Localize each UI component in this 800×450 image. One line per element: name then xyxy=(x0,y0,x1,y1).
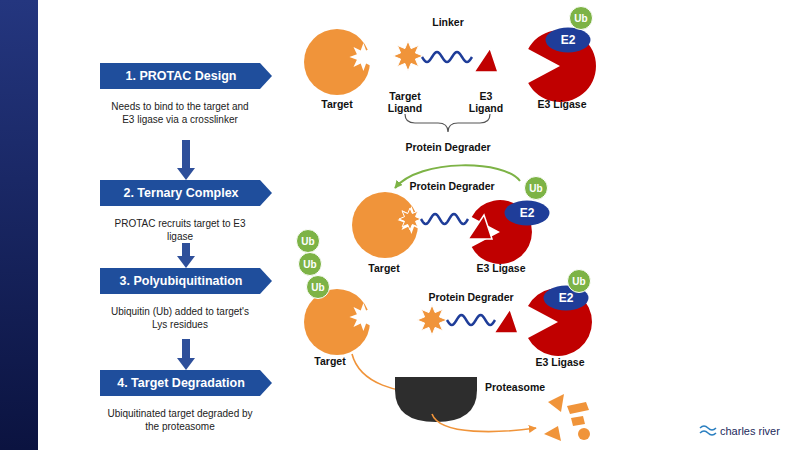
flow-arrow xyxy=(182,243,190,256)
ubiquitin-circle: Ub xyxy=(298,252,322,276)
e2-ellipse: E2 xyxy=(504,200,550,226)
step-box: 4. Target DegradationUbiquitinated targe… xyxy=(100,370,272,433)
part-label: E3 Ligase xyxy=(476,262,525,274)
ellipse-fill xyxy=(546,28,591,53)
bracket xyxy=(405,114,490,132)
ubiquitin-label: Ub xyxy=(567,269,591,293)
ubiquitin-label: Ub xyxy=(569,6,593,30)
flow-arrow xyxy=(182,339,190,358)
target-ligand xyxy=(417,305,447,335)
chevron-fill xyxy=(100,370,272,396)
part-label: Target Ligand xyxy=(382,90,428,114)
step-title: 3. Polyubiquitination xyxy=(100,268,272,294)
ubiquitin-label: Ub xyxy=(296,229,320,253)
peptide-fragment xyxy=(548,394,564,412)
ubiquitin-circle: Ub xyxy=(296,229,320,253)
peptide-fragment xyxy=(571,416,585,426)
side-bar xyxy=(0,0,38,450)
step-description: Ubiquitin (Ub) added to target's Lys res… xyxy=(106,306,254,331)
part-label: Target xyxy=(321,98,352,110)
ubiquitin-label: Ub xyxy=(306,275,330,299)
binding-pocket xyxy=(349,43,377,71)
e3-ligand xyxy=(468,215,492,239)
ellipse-fill xyxy=(505,201,550,226)
step-description: Ubiquitinated target degraded by the pro… xyxy=(106,408,254,433)
part-label: Proteasome xyxy=(485,381,545,393)
ubiquitin-circle: Ub xyxy=(306,275,330,299)
degradation-path xyxy=(432,414,536,432)
step-box: 3. PolyubiquitinationUbiquitin (Ub) adde… xyxy=(100,268,272,339)
target-ligand xyxy=(393,41,423,71)
binding-pocket xyxy=(349,303,377,331)
circle-fill xyxy=(568,270,591,293)
enzyme-label: E2 xyxy=(545,27,591,53)
ubiquitin-circle: Ub xyxy=(524,176,548,200)
linker xyxy=(421,214,468,224)
ubiquitin-label: Ub xyxy=(524,176,548,200)
part-label: Target xyxy=(314,355,345,367)
proteasome-shape xyxy=(395,377,477,422)
linker xyxy=(447,315,495,325)
step-description: PROTAC recruits target to E3 ligase xyxy=(106,218,254,243)
part-label: Protein Degrader xyxy=(428,291,513,303)
part-label: E3 Ligase xyxy=(535,356,584,368)
ubiquitin-circle: Ub xyxy=(567,269,591,293)
step-title: 1. PROTAC Design xyxy=(100,63,272,89)
logo-icon xyxy=(700,426,716,435)
circle-fill xyxy=(297,230,320,253)
part-label: E3 Ligand xyxy=(466,90,506,114)
step-box: 1. PROTAC DesignNeeds to bind to the tar… xyxy=(100,63,272,140)
step-title: 2. Ternary Complex xyxy=(100,180,272,206)
circle-fill xyxy=(299,253,322,276)
part-label: Linker xyxy=(432,16,464,28)
chevron-fill xyxy=(100,63,272,89)
peptide-fragment xyxy=(578,428,590,440)
e3-ligand xyxy=(494,309,518,333)
linker xyxy=(422,52,472,62)
flow-arrow xyxy=(182,140,190,168)
step-title: 4. Target Degradation xyxy=(100,370,272,396)
part-label: Protein Degrader xyxy=(405,141,490,153)
ellipse-fill xyxy=(544,286,589,311)
target-ligand xyxy=(399,208,421,230)
logo-text: charles river xyxy=(720,425,780,438)
peptide-fragment xyxy=(567,402,589,414)
chevron-fill xyxy=(100,180,272,206)
step-description: Needs to bind to the target and E3 ligas… xyxy=(106,101,254,126)
e2-ellipse: E2 xyxy=(545,27,591,53)
circle-fill xyxy=(570,7,593,30)
circle-fill xyxy=(525,177,548,200)
circle-fill xyxy=(307,276,330,299)
ubiquitin-label: Ub xyxy=(298,252,322,276)
peptide-fragment xyxy=(544,426,561,441)
enzyme-label: E2 xyxy=(504,200,550,226)
part-label: Target xyxy=(368,262,399,274)
step-box: 2. Ternary ComplexPROTAC recruits target… xyxy=(100,180,272,243)
chevron-fill xyxy=(100,268,272,294)
part-label: Protein Degrader xyxy=(409,180,494,192)
part-label: E3 Ligase xyxy=(537,98,586,110)
ubiquitin-circle: Ub xyxy=(569,6,593,30)
e3-ligand xyxy=(474,48,498,72)
